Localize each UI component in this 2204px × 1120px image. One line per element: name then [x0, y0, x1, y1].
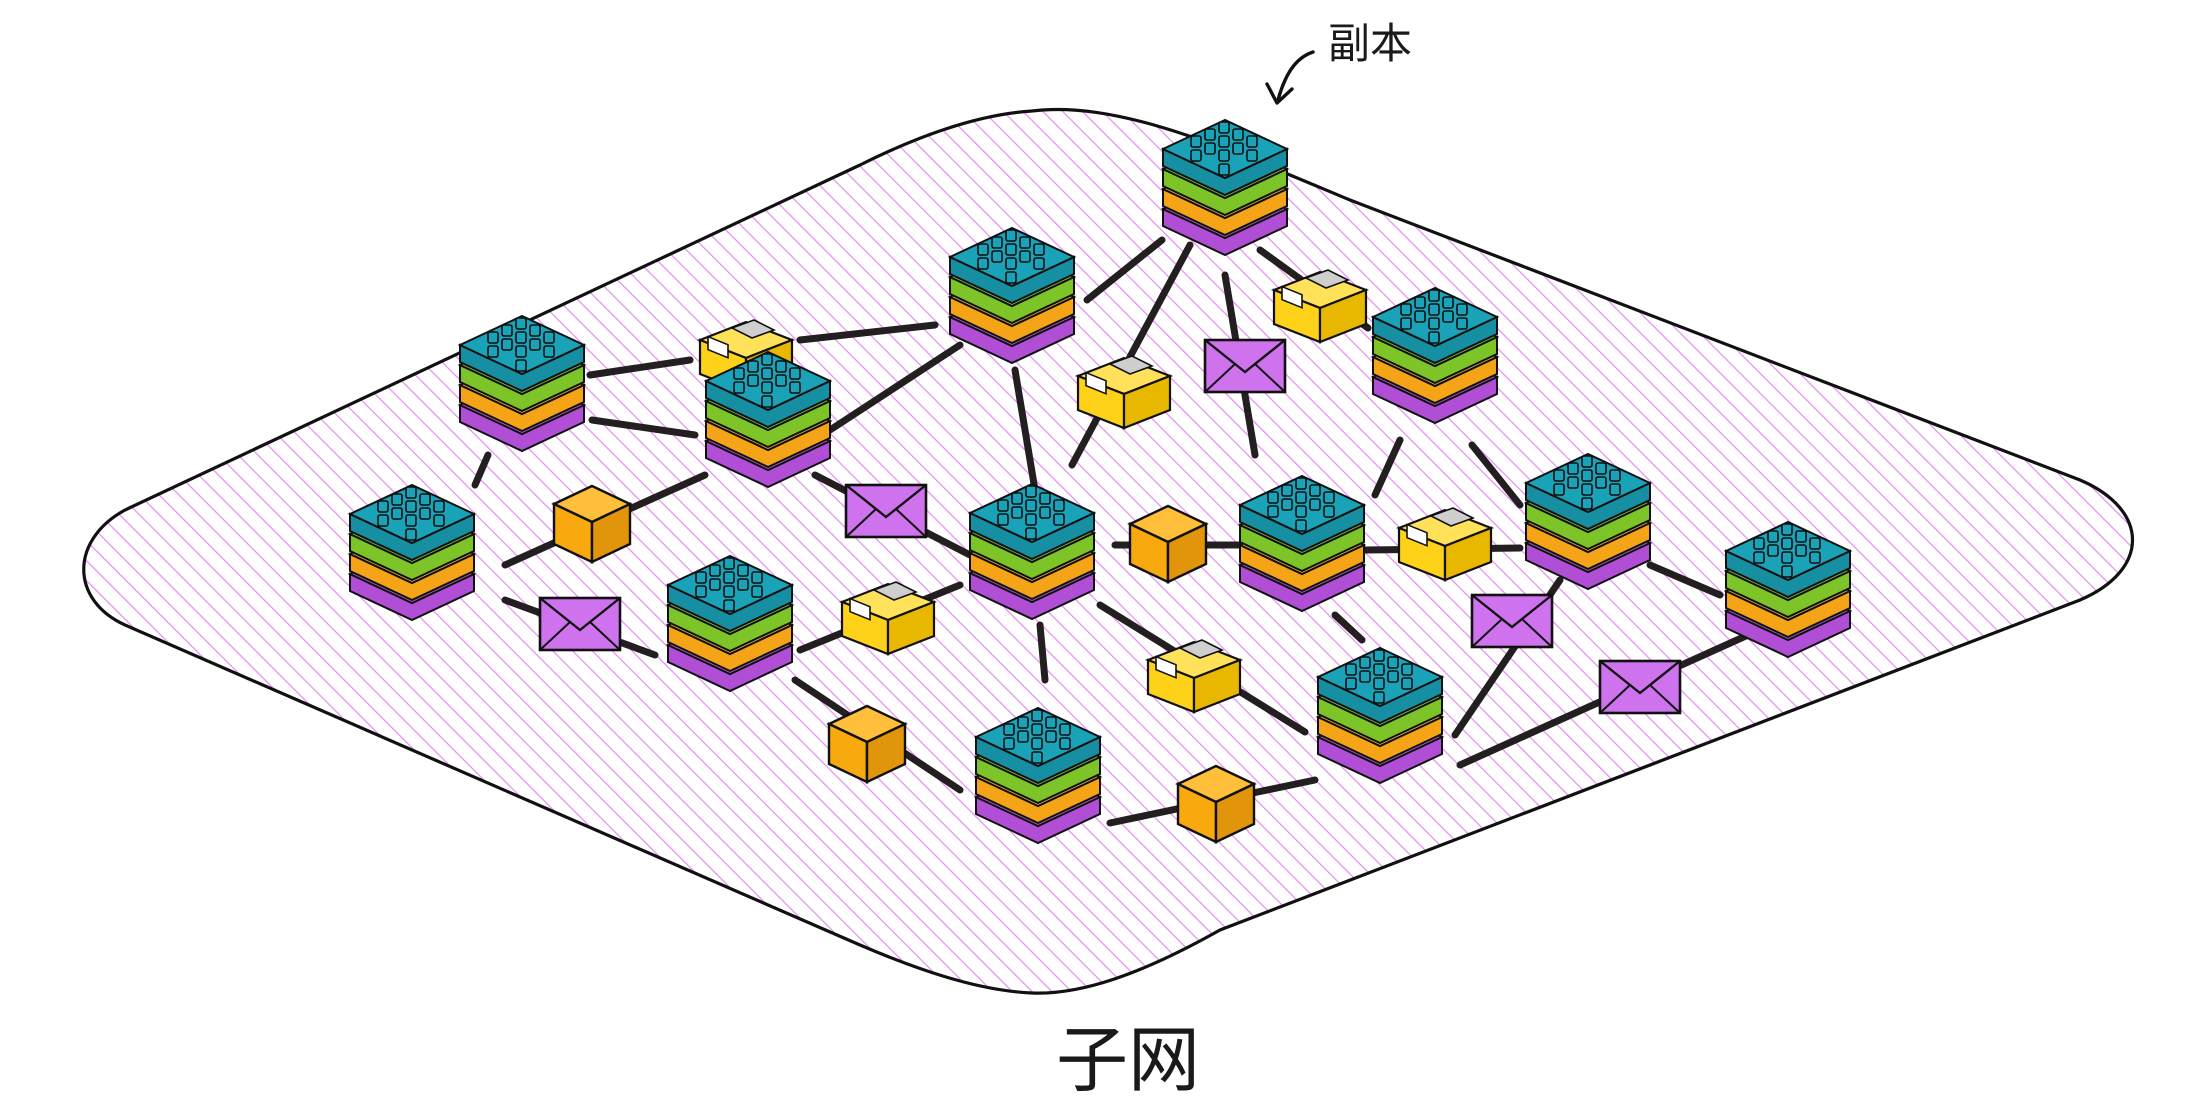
- data-cube-icon: [552, 484, 632, 564]
- envelope-icon: [844, 483, 928, 539]
- replica-node-icon: [349, 484, 475, 621]
- replica-node-icon: [1239, 475, 1365, 612]
- envelope-icon: [1203, 338, 1287, 394]
- replica-node-icon: [459, 315, 585, 452]
- envelope-icon: [538, 596, 622, 652]
- replica-node-icon: [969, 483, 1095, 620]
- replica-node-icon: [1725, 521, 1851, 658]
- envelope-icon: [1598, 659, 1682, 715]
- subnet-label: 子网: [1056, 1018, 1200, 1102]
- data-cube-icon: [827, 704, 907, 784]
- replica-node-icon: [705, 351, 831, 488]
- replica-node-icon: [949, 227, 1075, 364]
- replica-node-icon: [1317, 647, 1443, 784]
- arrow-head-icon: [1265, 82, 1294, 105]
- replica-label: 副本: [1328, 19, 1412, 68]
- data-cube-icon: [1128, 504, 1208, 584]
- subnet-platform: [82, 107, 2134, 995]
- replica-node-icon: [1525, 453, 1651, 590]
- replica-node-icon: [1372, 287, 1498, 424]
- replica-node-icon: [975, 707, 1101, 844]
- arrow-icon: [1276, 50, 1315, 102]
- data-cube-icon: [1176, 764, 1256, 844]
- envelope-icon: [1470, 593, 1554, 649]
- replica-node-icon: [667, 555, 793, 692]
- replica-node-icon: [1162, 119, 1288, 256]
